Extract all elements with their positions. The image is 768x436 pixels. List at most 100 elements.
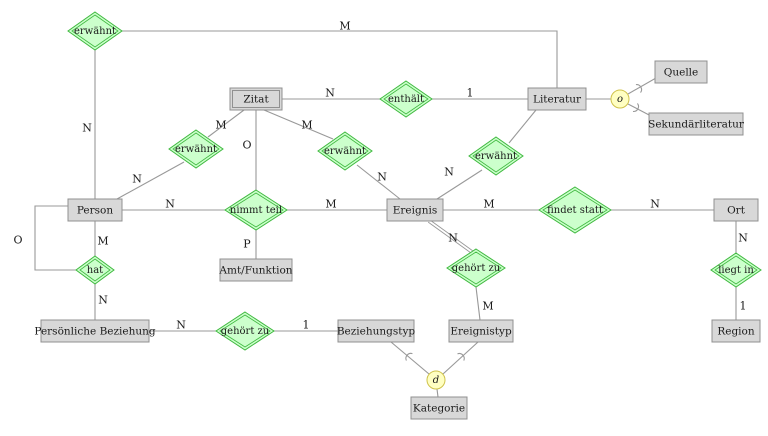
edge [442, 341, 479, 375]
relationship-findet-statt[interactable]: findet statt [538, 186, 612, 234]
relationship-diamond-inner [219, 314, 271, 348]
relationship-enthaelt[interactable]: enthält [379, 80, 433, 118]
entity-sekundaerliteratur[interactable]: Sekundärliteratur [648, 112, 745, 136]
entity-label: Ereignis [393, 205, 438, 217]
cardinality-label: N [165, 198, 175, 211]
relationship-erwaehnt-person-literatur[interactable]: erwähnt [67, 11, 123, 51]
cardinality-label: M [483, 198, 494, 211]
entity-amt-funktion[interactable]: Amt/Funktion [218, 258, 293, 282]
relationship-label: gehört zu [452, 263, 501, 274]
relationship-diamond-inner [450, 251, 502, 285]
relationship-liegt-in[interactable]: liegt in [710, 252, 762, 288]
entity-box [67, 198, 123, 222]
entity-ereignis[interactable]: Ereignis [386, 198, 444, 222]
entity-label: Sekundärliteratur [648, 119, 745, 131]
specialization-circle-d-kategorie[interactable]: d [426, 370, 446, 390]
cardinality-label: N [325, 87, 335, 100]
cardinality-label: 1 [303, 319, 310, 332]
entity-beziehungstyp[interactable]: Beziehungstyp [337, 319, 416, 343]
subset-symbol-icon [635, 84, 643, 93]
cardinality-label: N [82, 122, 92, 135]
entity-region[interactable]: Region [711, 319, 761, 343]
relationship-diamond [710, 252, 762, 288]
relationship-label: erwähnt [475, 151, 517, 162]
entity-box [713, 198, 759, 222]
cardinality-label: M [339, 20, 350, 33]
cardinality-label: N [444, 166, 454, 179]
entity-box [410, 396, 468, 420]
edge-double-gap [428, 220, 473, 253]
relationship-nimmt-teil[interactable]: nimmt teil [224, 189, 288, 231]
entity-ort[interactable]: Ort [713, 198, 759, 222]
specialization-circle-o-literatur[interactable]: o [610, 89, 630, 109]
edge [122, 30, 558, 88]
relationship-gehoert-zu-ereignistyp[interactable]: gehört zu [446, 248, 506, 288]
circle-label: o [617, 94, 623, 105]
entity-persoenliche-beziehung[interactable]: Persönliche Beziehung [34, 319, 156, 343]
edge [627, 77, 657, 95]
edge [627, 103, 652, 117]
entity-box [40, 319, 150, 343]
relationship-diamond-inner [542, 189, 608, 231]
cardinality-label: 1 [467, 87, 474, 100]
relationship-erwaehnt-literatur-ereignis[interactable]: erwähnt [468, 136, 524, 176]
entity-kategorie[interactable]: Kategorie [410, 396, 468, 420]
entity-label: Person [77, 205, 114, 217]
relationship-erwaehnt-person-zitat[interactable]: erwähnt [168, 129, 224, 169]
entity-label: Beziehungstyp [337, 326, 416, 338]
relationship-diamond [168, 129, 224, 169]
relationship-label: gehört zu [221, 326, 270, 337]
cardinality-label: M [482, 300, 493, 313]
subset-symbol-icon [457, 352, 465, 361]
relationship-diamond-inner [71, 14, 119, 48]
relationship-label: findet statt [547, 205, 603, 216]
relationship-diamond-inner [383, 83, 429, 115]
cardinality-label: P [243, 238, 251, 251]
entity-label: Region [717, 326, 755, 338]
entity-label: Ort [727, 205, 746, 217]
relationship-diamond [379, 80, 433, 118]
entity-zitat[interactable]: Zitat [229, 87, 283, 111]
relationship-diamond [75, 255, 115, 285]
relationship-diamond [224, 189, 288, 231]
relationship-diamond [67, 11, 123, 51]
edge [263, 109, 334, 140]
relationship-erwaehnt-zitat-ereignis[interactable]: erwähnt [317, 131, 373, 171]
entity-label: Literatur [533, 94, 582, 106]
entity-box [386, 198, 444, 222]
entity-person[interactable]: Person [67, 198, 123, 222]
entity-ereignistyp[interactable]: Ereignistyp [448, 319, 514, 343]
relationship-diamond-inner [714, 255, 758, 285]
edge [207, 109, 245, 138]
relationship-gehoert-zu-beziehungstyp[interactable]: gehört zu [215, 311, 275, 351]
relationship-diamond-inner [321, 134, 369, 168]
relationship-label: hat [87, 265, 103, 276]
relationship-diamond-inner [79, 258, 111, 282]
entity-box [654, 60, 708, 84]
entity-label: Ereignistyp [450, 326, 512, 338]
entity-box [527, 87, 587, 111]
cardinality-label: O [13, 234, 22, 247]
relationship-diamond [446, 248, 506, 288]
cardinality-label: M [325, 198, 336, 211]
relationship-hat[interactable]: hat [75, 255, 115, 285]
cardinality-label: N [98, 294, 108, 307]
relationship-label: enthält [388, 94, 424, 105]
entity-literatur[interactable]: Literatur [527, 87, 587, 111]
relationship-label: erwähnt [324, 146, 366, 157]
entity-quelle[interactable]: Quelle [654, 60, 708, 84]
cardinality-label: N [448, 232, 458, 245]
cardinality-label: N [377, 171, 387, 184]
entity-label: Kategorie [413, 403, 465, 415]
relationship-label: erwähnt [74, 26, 116, 37]
edge [116, 161, 185, 200]
entity-box [229, 87, 283, 111]
circle-shape [610, 89, 630, 109]
cardinality-label: M [215, 119, 226, 132]
cardinality-label: N [132, 173, 142, 186]
entity-box [337, 319, 415, 343]
relationship-diamond-inner [172, 132, 220, 166]
cardinality-label: 1 [740, 300, 747, 313]
circle-label: d [433, 375, 439, 386]
